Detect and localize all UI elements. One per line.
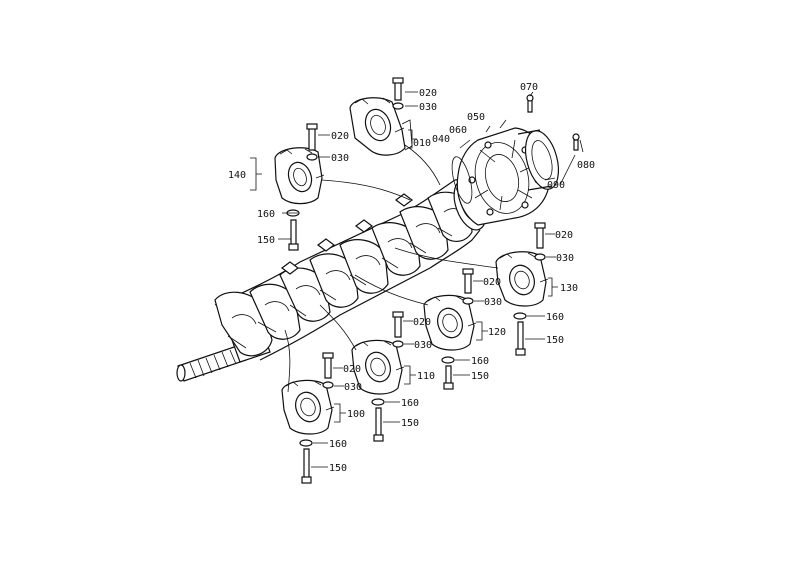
label-020-mid: 020 — [413, 317, 431, 328]
label-150-left: 150 — [257, 235, 275, 246]
bearing-cap-110 — [351, 339, 405, 395]
label-150-right1: 150 — [546, 335, 564, 346]
label-150-bottom1: 150 — [401, 418, 419, 429]
label-020-top: 020 — [419, 88, 437, 99]
bearing-cap-010 — [349, 97, 413, 156]
label-160-right1: 160 — [546, 312, 564, 323]
label-160-bottom1: 160 — [401, 398, 419, 409]
label-020-left: 020 — [331, 131, 349, 142]
label-010: 010 — [413, 138, 431, 149]
gasket-060 — [451, 156, 473, 204]
label-140: 140 — [228, 170, 246, 181]
label-120: 120 — [488, 327, 506, 338]
bearing-cap-120 — [423, 294, 477, 351]
label-030-bottom: 030 — [344, 382, 362, 393]
label-030-right1: 030 — [556, 253, 574, 264]
label-020-bottom: 020 — [343, 364, 361, 375]
bearing-cap-130 — [495, 251, 549, 307]
label-100: 100 — [347, 409, 365, 420]
label-020-right2: 020 — [483, 277, 501, 288]
bolts — [286, 77, 580, 484]
bearing-cap-140 — [274, 147, 325, 205]
label-110: 110 — [417, 371, 435, 382]
label-060: 060 — [449, 125, 467, 136]
oil-seal-090 — [517, 129, 560, 191]
label-050: 050 — [467, 112, 485, 123]
label-030-top: 030 — [419, 102, 437, 113]
crankshaft — [176, 177, 487, 382]
label-160-mid: 160 — [471, 356, 489, 367]
label-030-left: 030 — [331, 153, 349, 164]
label-070: 070 — [520, 82, 538, 93]
label-150-bottom2: 150 — [329, 463, 347, 474]
bearing-cap-100 — [281, 379, 335, 435]
label-090: 090 — [547, 180, 565, 191]
label-130: 130 — [560, 283, 578, 294]
crank-webs — [214, 191, 473, 357]
label-150-mid: 150 — [471, 371, 489, 382]
label-160-left: 160 — [257, 209, 275, 220]
label-030-mid: 030 — [414, 340, 432, 351]
label-030-right2: 030 — [484, 297, 502, 308]
label-160-bottom2: 160 — [329, 439, 347, 450]
part-labels: 020 030 010 020 030 140 060 040 050 070 … — [228, 82, 595, 474]
leader-lines — [250, 91, 584, 468]
label-080: 080 — [577, 160, 595, 171]
label-020-right1: 020 — [555, 230, 573, 241]
label-040: 040 — [432, 134, 450, 145]
